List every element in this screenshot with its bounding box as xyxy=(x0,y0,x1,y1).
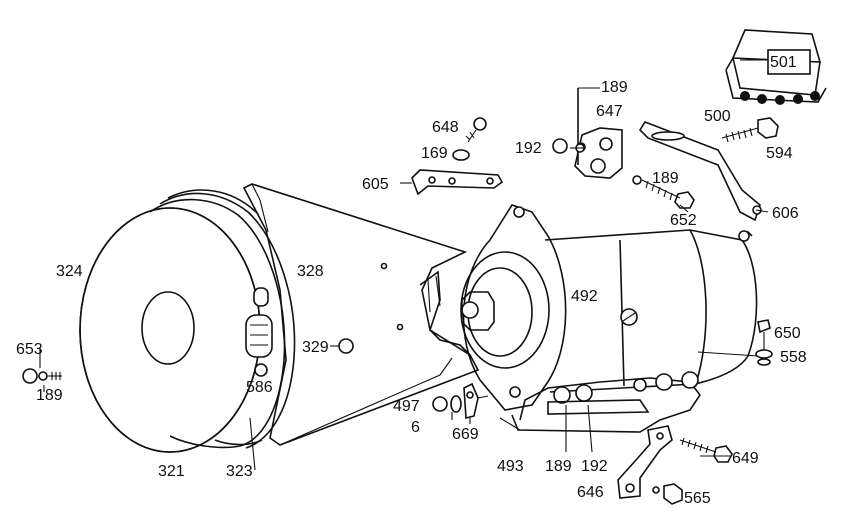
bolt-649 xyxy=(679,437,733,463)
screw-653 xyxy=(22,368,62,384)
bolt-650 xyxy=(697,319,773,366)
label-646: 646 xyxy=(577,484,604,501)
label-169: 169 xyxy=(421,145,448,162)
label-328: 328 xyxy=(297,263,324,280)
label-321: 321 xyxy=(158,463,185,480)
label-586: 586 xyxy=(246,379,273,396)
washer-169 xyxy=(452,149,470,161)
label-594: 594 xyxy=(766,145,793,162)
label-189-mid: 189 xyxy=(652,170,679,187)
bracket-647 xyxy=(574,88,623,179)
label-189-left: 189 xyxy=(36,387,63,404)
label-606: 606 xyxy=(772,205,799,222)
label-192-top: 192 xyxy=(515,140,542,157)
label-565: 565 xyxy=(684,490,711,507)
generator-492 xyxy=(460,204,758,433)
nut-192-top xyxy=(552,138,585,154)
label-652: 652 xyxy=(670,212,697,229)
part-labels: 501 189 647 500 594 648 192 169 605 189 … xyxy=(16,54,807,507)
label-605: 605 xyxy=(362,176,389,193)
label-6: 6 xyxy=(411,419,420,436)
label-650: 650 xyxy=(774,325,801,342)
label-192-bottom: 192 xyxy=(581,458,608,475)
label-501: 501 xyxy=(770,54,797,71)
label-649: 649 xyxy=(732,450,759,467)
screw-648 xyxy=(465,117,487,143)
screw-497 xyxy=(432,382,489,420)
label-558: 558 xyxy=(780,349,807,366)
screw-652 xyxy=(632,175,695,209)
label-189-bottom: 189 xyxy=(545,458,572,475)
nut-565 xyxy=(652,483,683,505)
label-323: 323 xyxy=(226,463,253,480)
label-329: 329 xyxy=(302,339,329,356)
label-492: 492 xyxy=(571,288,598,305)
leader-lines xyxy=(39,59,769,471)
label-647: 647 xyxy=(596,103,623,120)
bracket-646 xyxy=(617,425,673,499)
label-500: 500 xyxy=(704,108,731,125)
screw-329 xyxy=(330,338,354,354)
label-493: 493 xyxy=(497,458,524,475)
bracket-605 xyxy=(411,169,504,196)
label-669: 669 xyxy=(452,426,479,443)
label-189-top: 189 xyxy=(601,79,628,96)
relay-501 xyxy=(725,29,827,105)
label-324: 324 xyxy=(56,263,83,280)
label-648: 648 xyxy=(432,119,459,136)
label-497: 497 xyxy=(393,398,420,415)
bracket-606 xyxy=(638,121,762,222)
bolt-500 xyxy=(721,117,779,143)
fan-housing-324 xyxy=(79,189,296,453)
label-653: 653 xyxy=(16,341,43,358)
